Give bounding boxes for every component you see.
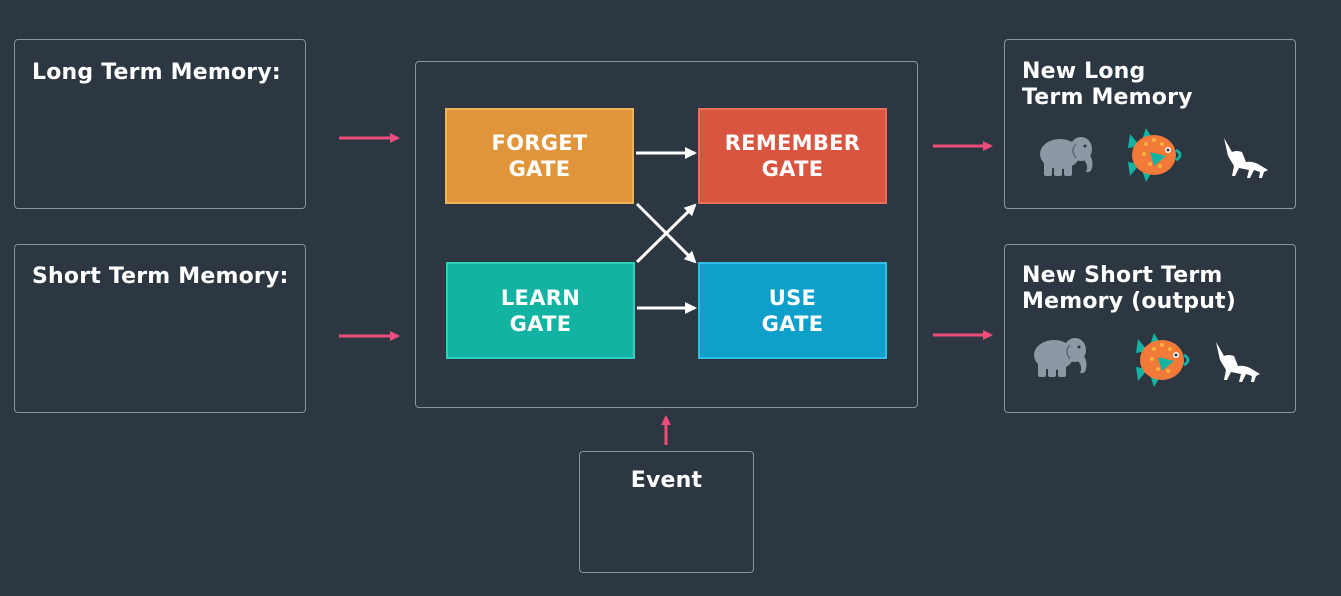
elephant-icon xyxy=(1040,137,1093,176)
wolf-icon xyxy=(1216,342,1260,382)
new-short-term-memory-label: New Short Term Memory (output) xyxy=(1022,263,1236,315)
learn-gate-line1: LEARN xyxy=(500,285,581,310)
new-long-term-line1: New Long xyxy=(1022,59,1146,84)
long-term-memory-label: Long Term Memory: xyxy=(32,60,281,85)
new-short-term-memory-box: New Short Term Memory (output) xyxy=(1004,244,1296,413)
use-gate-line2: GATE xyxy=(761,311,824,336)
new-long-term-line2: Term Memory xyxy=(1022,85,1193,110)
lstm-cell-box xyxy=(415,61,918,408)
event-box: Event xyxy=(579,451,754,573)
short-term-memory-box: Short Term Memory: xyxy=(14,244,306,413)
long-term-memory-box: Long Term Memory: xyxy=(14,39,306,209)
new-short-term-line2: Memory (output) xyxy=(1022,289,1237,314)
wolf-icon xyxy=(1224,138,1268,178)
new-long-term-memory-box: New Long Term Memory xyxy=(1004,39,1296,209)
use-gate-line1: USE xyxy=(768,285,817,310)
fish-icon xyxy=(1136,333,1190,387)
event-label: Event xyxy=(630,468,703,493)
new-short-term-line1: New Short Term xyxy=(1022,263,1223,288)
learn-gate-line2: GATE xyxy=(509,311,572,336)
new-long-term-memory-label: New Long Term Memory xyxy=(1022,59,1193,111)
remember-gate-line1: REMEMBER xyxy=(724,131,861,155)
forget-gate-line1: FORGET xyxy=(491,131,588,155)
forget-gate-line2: GATE xyxy=(508,157,571,181)
short-term-memory-label: Short Term Memory: xyxy=(32,264,289,289)
fish-icon xyxy=(1128,128,1182,182)
elephant-icon xyxy=(1034,338,1087,377)
remember-gate-line2: GATE xyxy=(761,157,824,181)
